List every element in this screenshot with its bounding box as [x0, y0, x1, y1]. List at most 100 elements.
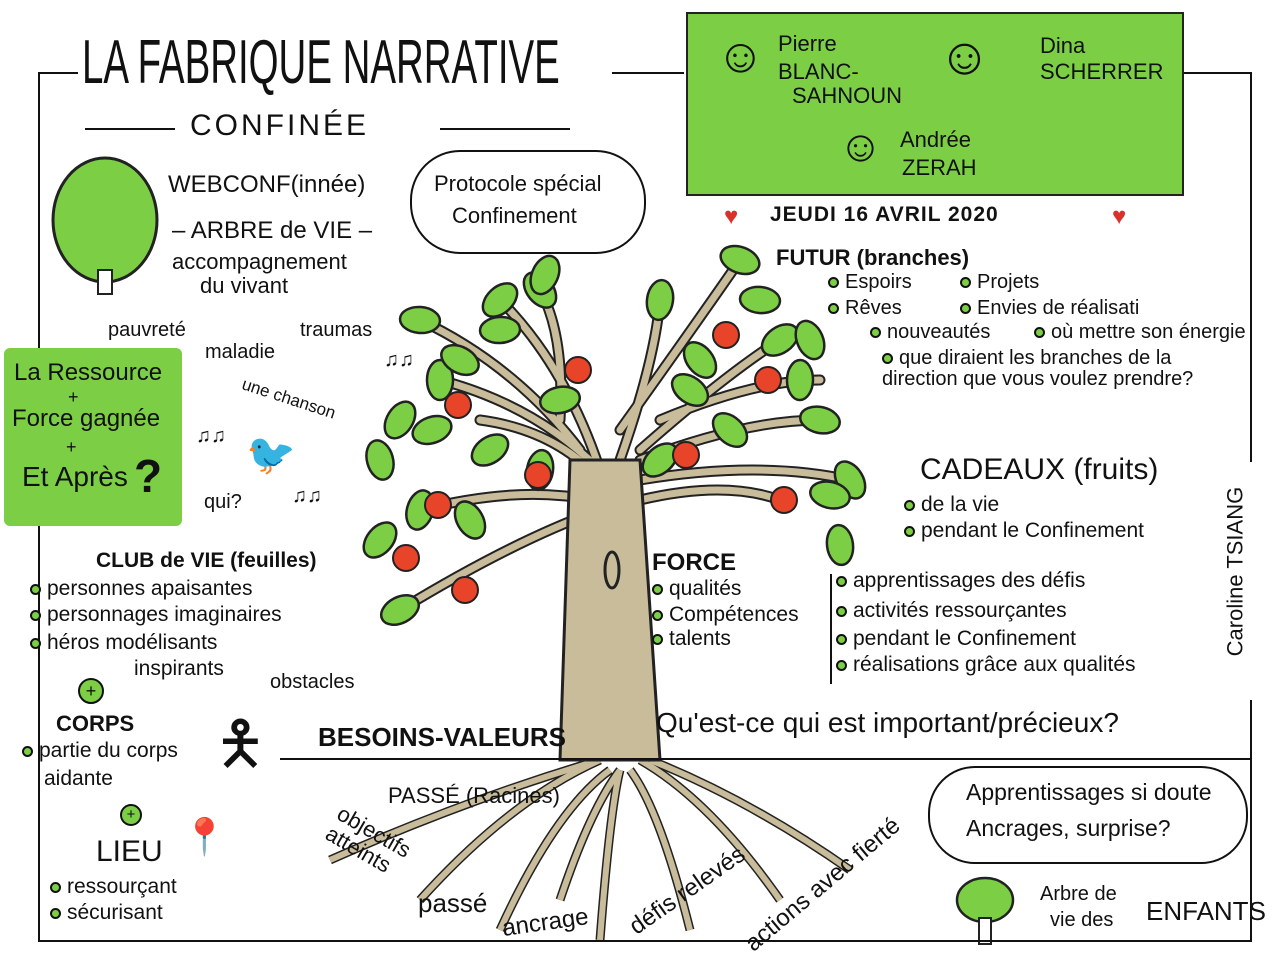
branch	[416, 316, 584, 454]
branch	[616, 256, 744, 434]
futur-heading: FUTUR (branches)	[776, 245, 970, 270]
force-item: pendant le Confinement	[853, 627, 1076, 650]
effect-label: maladie	[205, 341, 276, 363]
page-title: LA FABRIQUE NARRATIVE	[82, 28, 560, 97]
force-item: apprentissages des défis	[853, 569, 1086, 592]
ressource-box: La Ressource + Force gagnée + Et Après ?	[4, 348, 182, 526]
leaf	[809, 480, 851, 510]
root	[328, 757, 601, 863]
heart-icon: ♥	[724, 203, 739, 230]
frame-bottom	[38, 940, 1252, 942]
trunk	[558, 458, 662, 762]
futur-item: Envies de réalisati	[977, 297, 1140, 319]
passe-heading: PASSÉ (Racines)	[388, 783, 560, 808]
person-icon: 🯅	[214, 710, 267, 777]
frame-top-left	[38, 72, 78, 74]
cadeaux-item: de la vie	[921, 493, 1000, 516]
apple	[672, 441, 700, 469]
corps-item: aidante	[44, 767, 113, 790]
cloud-line: Ancrages, surprise?	[966, 815, 1171, 841]
ressource-line: Et Après	[22, 461, 128, 492]
speaker-first-name: Dina	[1040, 33, 1086, 58]
leaf	[799, 405, 841, 435]
leaf	[379, 594, 421, 626]
obstacles-label: obstacles	[270, 671, 355, 693]
force-heading: FORCE	[652, 549, 736, 576]
frame-right-lower	[1250, 700, 1252, 940]
force-item: réalisations grâce aux qualités	[853, 653, 1136, 676]
intro-line: du vivant	[200, 273, 289, 298]
apple	[770, 486, 798, 514]
root	[627, 768, 693, 931]
lieu-item: sécurisant	[67, 901, 163, 924]
speaker-first-name: Pierre	[778, 31, 837, 56]
leaf	[362, 521, 398, 559]
small-tree-trunk	[97, 269, 113, 295]
leaf	[478, 315, 522, 345]
enfants-line: vie des	[1050, 909, 1114, 931]
ressource-line: Force gagnée	[12, 405, 161, 432]
apple	[424, 491, 452, 519]
leaf	[470, 433, 510, 467]
leaf	[425, 358, 455, 402]
lieu-item: ressourçant	[67, 875, 177, 898]
ressource-line: La Ressource	[14, 359, 163, 386]
speaker-last-name: SAHNOUN	[792, 83, 903, 108]
speaker-last-name: BLANC-	[778, 59, 859, 84]
location-pin-icon: 📍	[182, 816, 227, 857]
divider	[830, 574, 832, 684]
trunk-knot	[603, 550, 621, 590]
avatar-pierre: ☺	[716, 30, 766, 83]
apple	[712, 321, 740, 349]
leaf	[738, 285, 782, 315]
lieu-heading: LIEU	[96, 835, 163, 868]
futur-item: Espoirs	[845, 271, 912, 293]
ground-line	[280, 758, 1250, 760]
date: JEUDI 16 AVRIL 2020	[770, 203, 999, 226]
chanson-question: qui?	[204, 491, 242, 513]
effect-label: pauvreté	[108, 319, 186, 341]
branch	[636, 466, 854, 484]
intro-line: – ARBRE de VIE –	[172, 217, 373, 244]
apple	[754, 366, 782, 394]
leaf	[538, 385, 582, 415]
leaf	[670, 372, 710, 408]
leaf	[794, 319, 826, 361]
cadeaux-item: pendant le Confinement	[921, 519, 1144, 542]
small-tree-icon	[51, 156, 159, 284]
futur-item: où mettre son énergie	[1051, 321, 1246, 343]
root	[417, 757, 602, 903]
question-label: Qu'est-ce qui est important/précieux?	[656, 707, 1119, 738]
besoins-valeurs-label: BESOINS-VALEURS	[318, 722, 566, 752]
leaf	[529, 254, 561, 296]
speaker-first-name: Andrée	[900, 127, 971, 152]
leaf	[645, 278, 675, 322]
force-item: qualités	[669, 577, 742, 600]
leaf	[711, 412, 749, 448]
apple	[524, 461, 552, 489]
frame-top-right	[1182, 72, 1252, 74]
speaker-last-name: ZERAH	[902, 155, 977, 180]
leaf	[785, 358, 815, 402]
divider	[85, 128, 175, 130]
futur-question: que diraient les branches de la directio…	[882, 347, 1194, 390]
leaf	[481, 282, 519, 318]
ressource-question: ?	[134, 450, 163, 502]
futur-item: Projets	[977, 271, 1040, 293]
club-heading: CLUB de VIE (feuilles)	[96, 549, 317, 572]
leaf	[682, 341, 718, 379]
apple	[392, 544, 420, 572]
protocole-cloud: Protocole spécial Confinement	[410, 150, 646, 254]
speakers-box: Pierre BLANC- SAHNOUN Dina SCHERRER Andr…	[686, 12, 1184, 196]
intro-line: accompagnement	[172, 249, 347, 274]
root	[557, 768, 623, 901]
speaker-last-name: SCHERRER	[1040, 59, 1164, 84]
club-item: personnages imaginaires	[47, 603, 282, 626]
club-item: inspirants	[134, 657, 224, 680]
music-notes-icon: ♫♫	[292, 485, 322, 507]
apple	[564, 356, 592, 384]
signature: Caroline TSIANG	[1222, 486, 1248, 657]
apple	[451, 576, 479, 604]
intro-line: WEBCONF(innée)	[168, 171, 366, 198]
corps-item: partie du corps	[39, 739, 178, 762]
